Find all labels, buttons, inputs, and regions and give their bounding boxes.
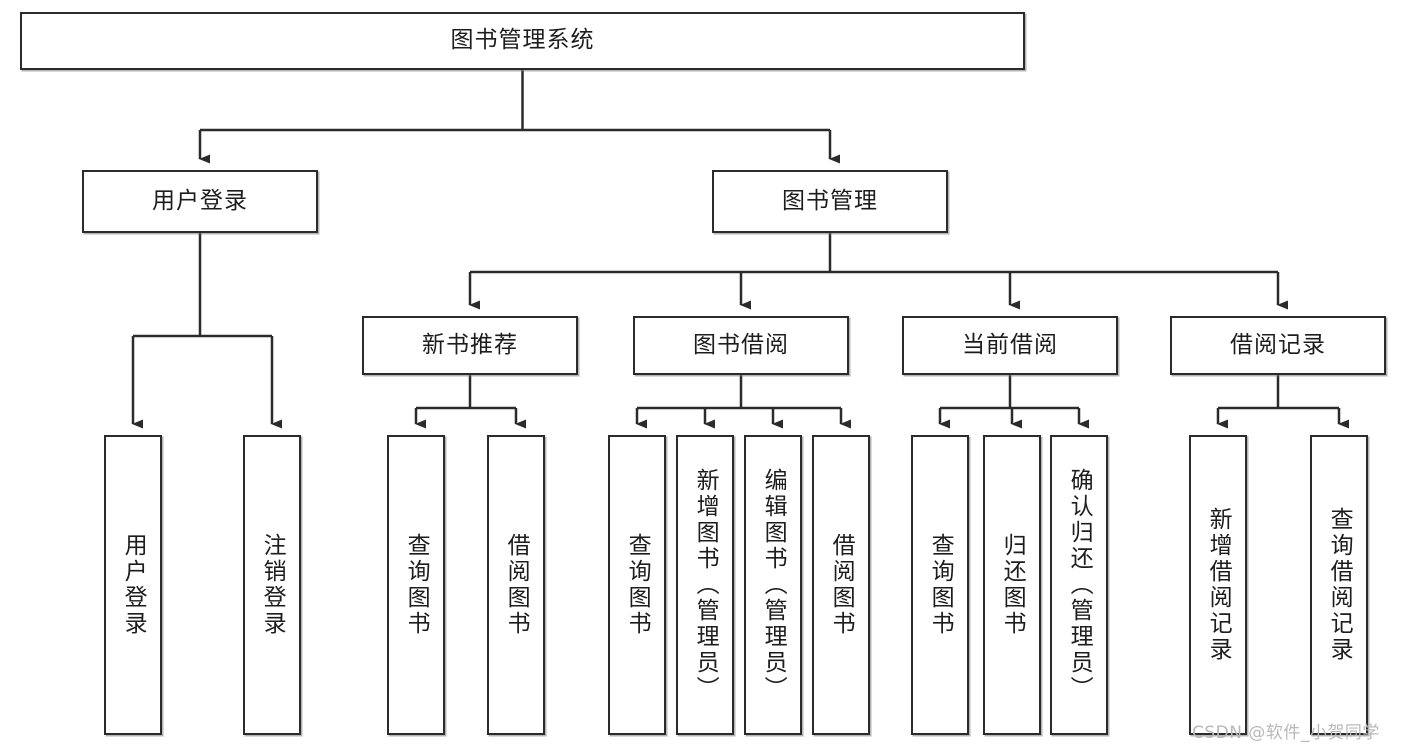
node-label: 用户登录 (120, 533, 147, 637)
node-leaf-edit-book[interactable]: 编辑图书（管理员） (744, 435, 802, 735)
node-leaf-query-record[interactable]: 查询借阅记录 (1310, 435, 1368, 735)
node-l2-book-manage[interactable]: 图书管理 (712, 170, 948, 233)
node-label: 归还图书 (999, 533, 1026, 637)
node-label: 注销登录 (259, 533, 286, 637)
node-label: 图书管理 (782, 187, 878, 214)
node-leaf-add-book[interactable]: 新增图书（管理员） (676, 435, 734, 735)
node-leaf-query-book-2[interactable]: 查询图书 (608, 435, 666, 735)
node-leaf-query-book-1[interactable]: 查询图书 (387, 435, 445, 735)
node-leaf-user-login[interactable]: 用户登录 (104, 435, 162, 735)
node-label: 查询图书 (624, 533, 651, 637)
node-label: 新增图书（管理员） (692, 468, 719, 702)
node-label: 借阅图书 (503, 533, 530, 637)
node-l3-borrow-record[interactable]: 借阅记录 (1170, 316, 1386, 375)
node-leaf-add-record[interactable]: 新增借阅记录 (1189, 435, 1247, 735)
node-l3-book-borrow[interactable]: 图书借阅 (633, 316, 849, 375)
node-label: 查询借阅记录 (1326, 507, 1353, 663)
node-label: 借阅图书 (828, 533, 855, 637)
node-label: 查询图书 (403, 533, 430, 637)
node-leaf-return-book[interactable]: 归还图书 (983, 435, 1041, 735)
node-label: 新书推荐 (422, 331, 518, 358)
node-leaf-logout[interactable]: 注销登录 (243, 435, 301, 735)
csdn-watermark: CSDN @软件_小贺同学 (1192, 723, 1380, 743)
node-l2-user-login[interactable]: 用户登录 (82, 170, 318, 233)
node-label: 图书管理系统 (450, 27, 595, 54)
node-root[interactable]: 图书管理系统 (20, 12, 1025, 70)
node-leaf-borrow-book-2[interactable]: 借阅图书 (812, 435, 870, 735)
node-label: 编辑图书（管理员） (760, 468, 787, 702)
node-leaf-query-book-3[interactable]: 查询图书 (911, 435, 969, 735)
node-label: 当前借阅 (962, 331, 1058, 358)
node-l3-new-book-rec[interactable]: 新书推荐 (362, 316, 578, 375)
node-l3-current-borrow[interactable]: 当前借阅 (902, 316, 1118, 375)
node-label: 图书借阅 (693, 331, 789, 358)
node-label: 确认归还（管理员） (1066, 468, 1093, 702)
node-label: 借阅记录 (1230, 331, 1326, 358)
node-leaf-confirm-return[interactable]: 确认归还（管理员） (1050, 435, 1108, 735)
node-label: 新增借阅记录 (1205, 507, 1232, 663)
node-label: 用户登录 (152, 187, 248, 214)
node-label: 查询图书 (927, 533, 954, 637)
node-leaf-borrow-book-1[interactable]: 借阅图书 (487, 435, 545, 735)
